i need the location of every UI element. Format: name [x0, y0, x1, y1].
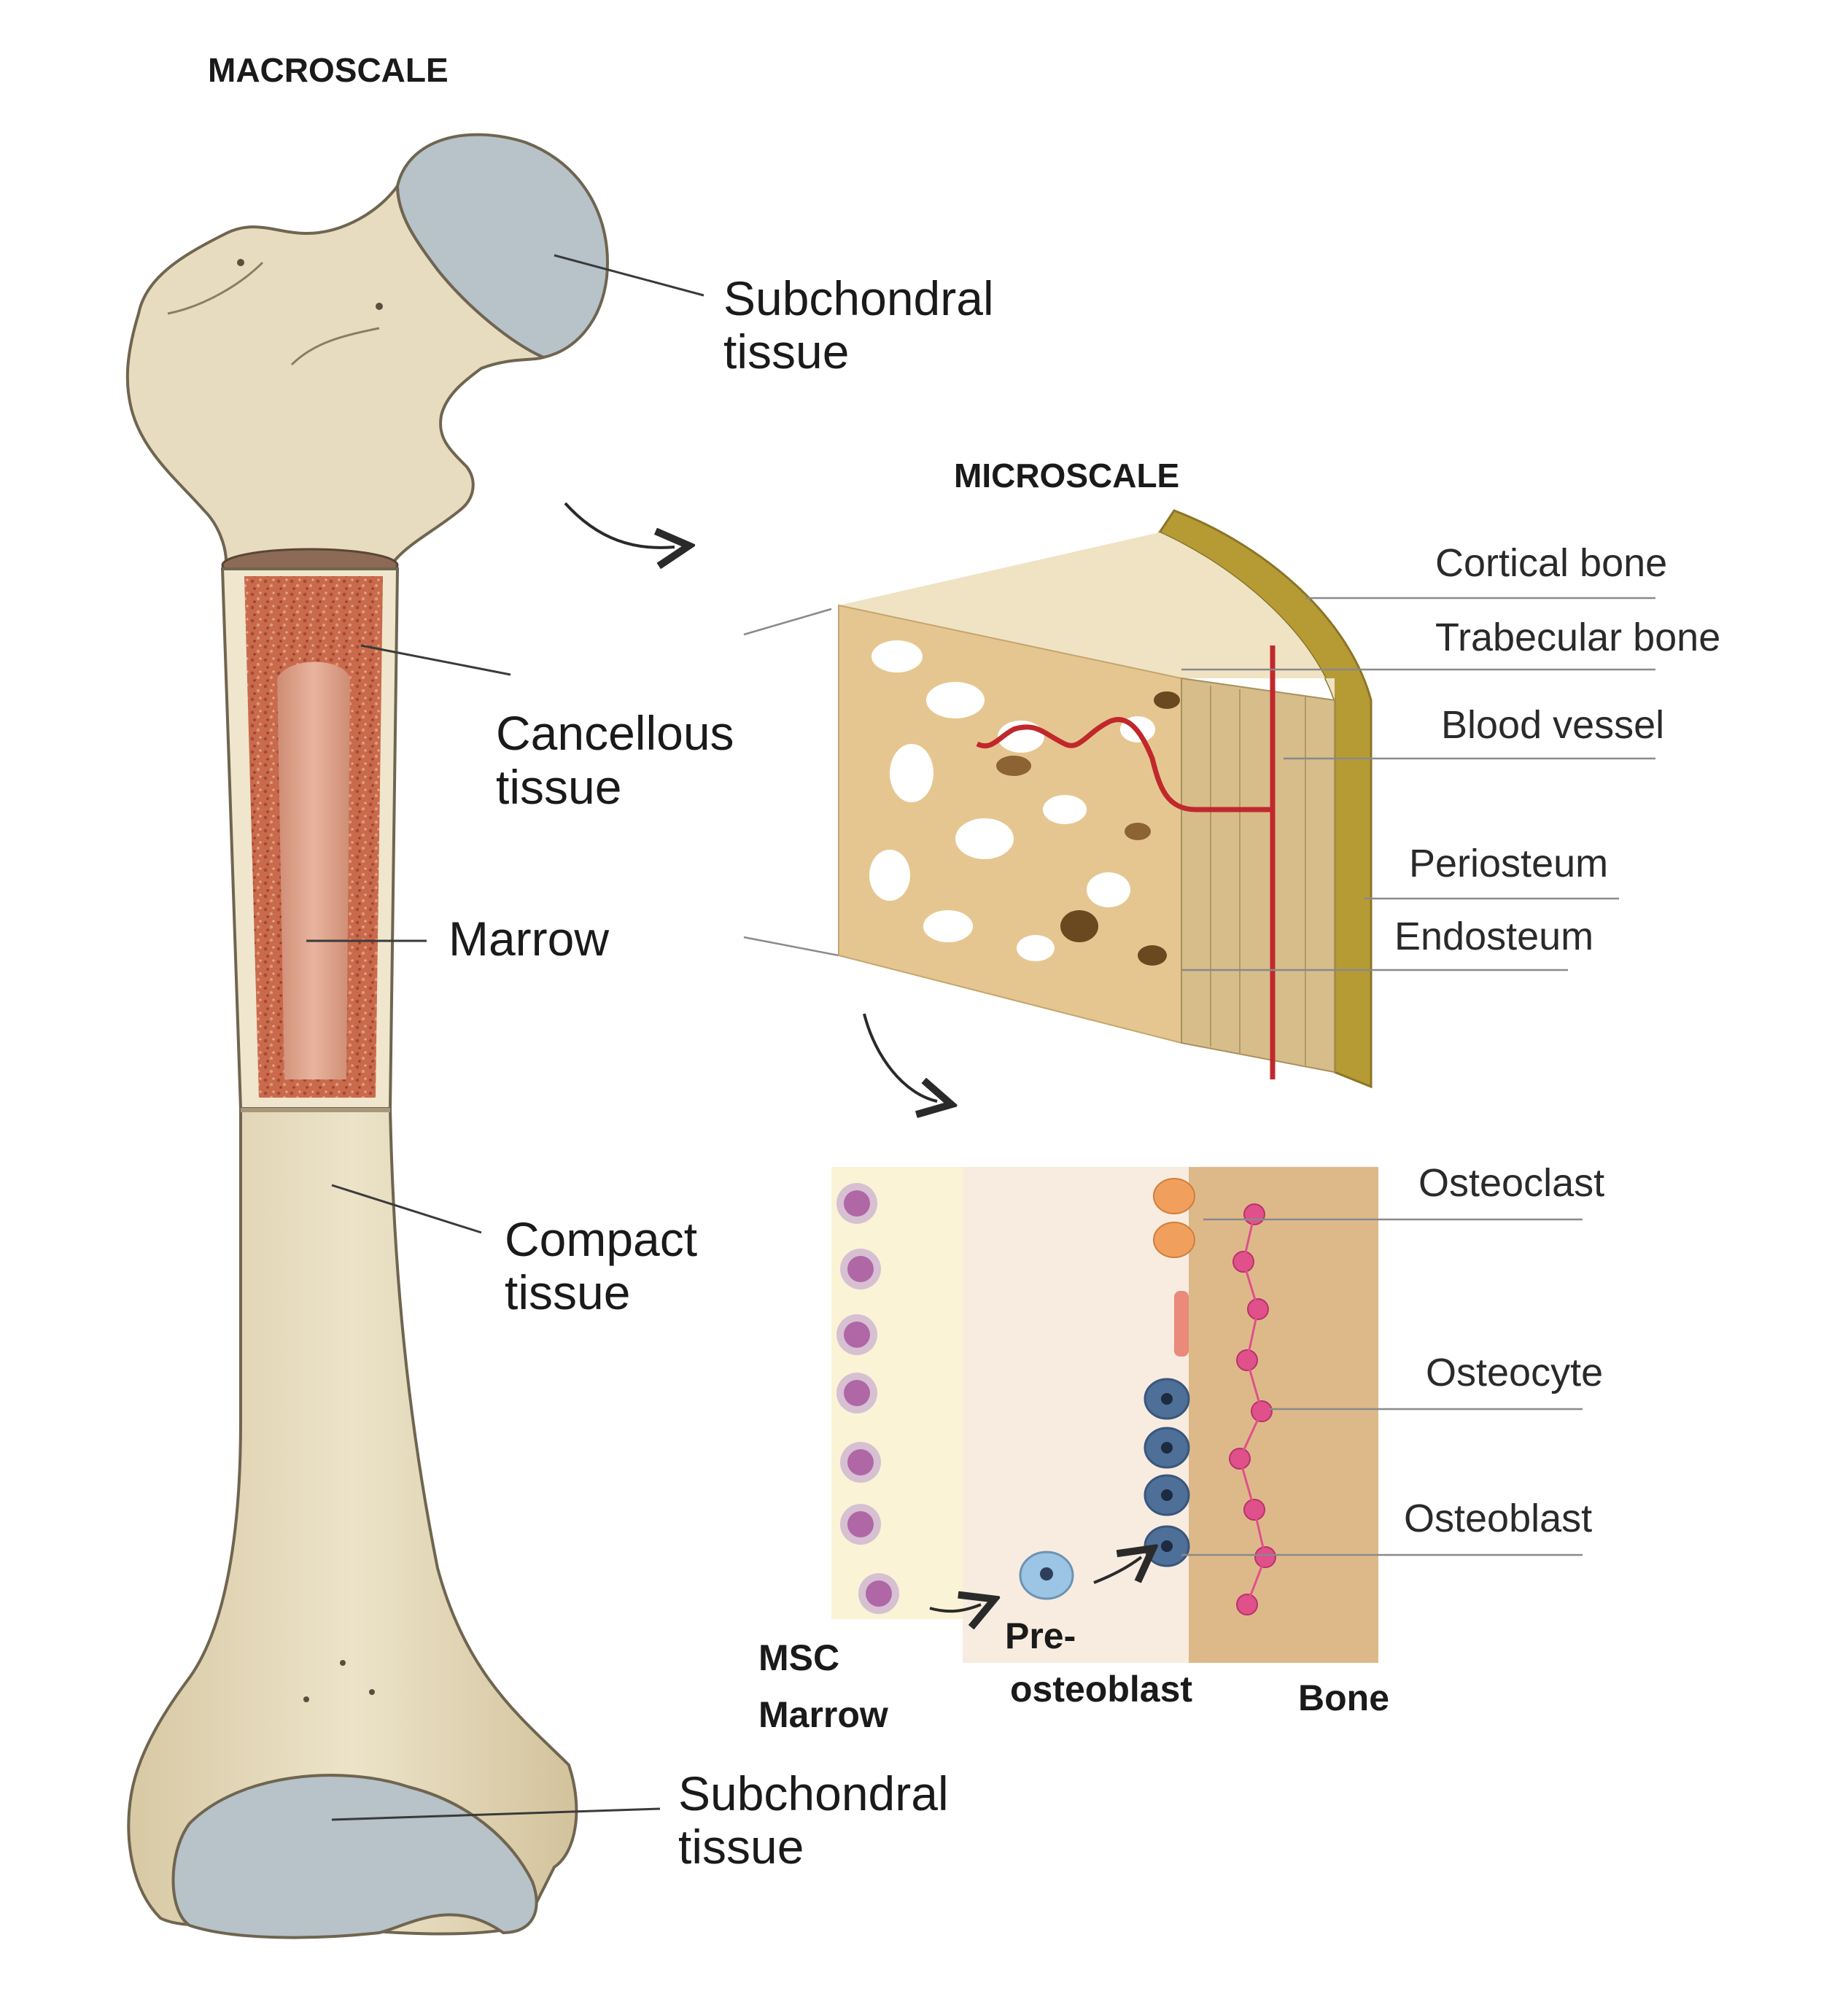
compact-layers [1181, 677, 1335, 1074]
arrow-preosteoblast-to-osteoblast [1093, 1557, 1141, 1584]
label-subchondral-top-2: tissue [723, 325, 849, 379]
arrow-macro-to-micro [564, 502, 675, 548]
arrow-micro-to-cell [863, 1013, 937, 1101]
label-trabecular-bone: Trabecular bone [1435, 616, 1720, 659]
label-msc-marrow: Marrow [758, 1694, 888, 1735]
label-subchondral-bottom: Subchondral [678, 1766, 949, 1820]
label-subchondral-bottom-2: tissue [678, 1820, 804, 1874]
macroscale-heading: MACROSCALE [208, 51, 449, 89]
label-cortical-bone: Cortical bone [1435, 541, 1667, 585]
label-periosteum: Periosteum [1409, 842, 1608, 885]
arrow-msc-to-preosteoblast [929, 1605, 981, 1611]
marrow-cavity [277, 662, 350, 1079]
blood-vessel [976, 645, 1276, 1079]
cellular-panel [831, 1167, 1378, 1663]
bone-matrix [1189, 1167, 1378, 1663]
label-endosteum: Endosteum [1394, 915, 1593, 958]
microscale-bone-block [838, 509, 1373, 1089]
label-marrow: Marrow [449, 912, 609, 966]
label-compact-2: tissue [505, 1265, 630, 1319]
label-preosteoblast: osteoblast [1010, 1669, 1192, 1710]
msc-cells [836, 1183, 899, 1614]
proximal-femur [125, 181, 548, 563]
cortical-band [1157, 509, 1373, 1089]
label-subchondral-top: Subchondral [723, 271, 994, 325]
osteoclast-cells [1153, 1178, 1195, 1357]
microscale-heading: MICROSCALE [954, 457, 1179, 494]
osteocyte-cells [1229, 1203, 1276, 1615]
label-cancellous-2: tissue [496, 760, 621, 814]
label-bone: Bone [1298, 1677, 1389, 1718]
label-msc: MSC [758, 1637, 839, 1678]
label-blood-vessel: Blood vessel [1441, 703, 1664, 747]
label-cancellous: Cancellous [496, 706, 734, 760]
cortical-top [839, 532, 1335, 700]
label-pre: Pre- [1005, 1615, 1076, 1656]
label-osteoclast: Osteoclast [1418, 1161, 1604, 1205]
label-compact: Compact [505, 1212, 697, 1266]
label-osteoblast: Osteoblast [1404, 1497, 1592, 1540]
label-osteocyte: Osteocyte [1426, 1351, 1603, 1394]
femur-illustration [125, 133, 609, 1939]
